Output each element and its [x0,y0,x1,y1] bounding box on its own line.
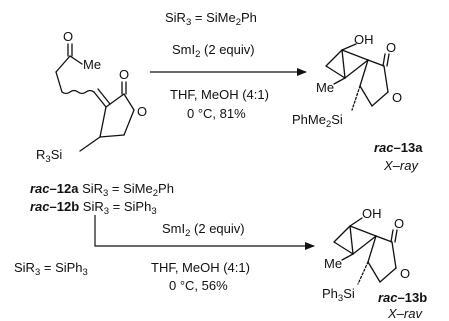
product-a-structure [325,43,390,111]
bond [382,53,386,67]
ketone-oxygen: O [63,29,73,44]
bond [386,53,390,67]
label-rac-12b: rac–12b SiR3 = SiPh3 [30,199,157,217]
xray-note-a: X–ray [383,158,419,173]
bond [352,235,377,255]
bond [341,253,354,261]
product-b-structure [333,217,398,285]
bond [341,49,346,79]
xray-note-b: X–rav [387,306,423,321]
bond [391,241,397,269]
label-rac-12a: rac–12a SiR3 = SiMe2Ph [30,181,174,199]
bond [367,59,385,67]
bond [325,49,343,67]
bond [333,225,351,243]
bond [394,229,398,243]
label-rac-13a: rac–13a [374,140,423,155]
hydroxyl-label: OH [362,206,382,221]
bond [105,93,125,108]
reaction-arrow-bottom [94,215,315,250]
bond [371,91,389,107]
carbonyl-oxygen: O [386,40,396,55]
label-rac-13b: rac–13b [378,290,427,305]
bond [97,88,111,105]
bond [367,235,377,263]
bond [375,235,393,243]
bond [383,65,389,93]
methyl-label: Me [316,80,334,95]
bond [333,241,354,255]
bond [359,59,369,87]
bond [79,136,101,152]
carbonyl-oxygen: O [394,216,404,231]
wavy-bond [61,89,95,95]
bond [349,217,363,227]
top-reductant: SmI2 (2 equiv) [172,42,255,60]
bond [123,93,135,111]
silyl-label: PhMe2Si [292,112,343,130]
bond [349,225,377,237]
bond [55,71,63,93]
bond [341,43,357,51]
bottom-solvent: THF, MeOH (4:1) [151,260,250,275]
dashed-bond [351,85,361,111]
carbonyl-oxygen: O [119,67,129,82]
methyl-label: Me [83,57,101,72]
bond [69,55,83,65]
silyl-label: Ph3Si [322,286,355,304]
bottom-conditions: 0 °C, 56% [169,278,228,293]
top-solvent: THF, MeOH (4:1) [170,87,269,102]
bond [341,49,369,61]
ring-oxygen: O [400,266,410,281]
ring-oxygen: O [137,104,147,119]
methyl-label: Me [324,256,342,271]
bottom-reductant: SmI2 (2 equiv) [162,221,245,239]
bond [367,261,381,283]
bond [344,59,369,79]
bottom-reagent-silyl: SiR3 = SiPh3 [14,260,88,278]
bond [325,65,346,79]
starting-material-structure [55,43,135,152]
hydroxyl-label: OH [354,32,374,47]
bond [359,85,373,107]
top-conditions: 0 °C, 81% [187,106,246,121]
bond [99,134,125,138]
bond [379,267,397,283]
silyl-label: R3Si [36,147,62,165]
bond [93,91,107,108]
bond [333,77,346,85]
bond [390,229,394,243]
bond [55,55,71,73]
dashed-bond [357,261,369,285]
bond [349,225,354,255]
bond [123,109,135,136]
top-reagent-silyl: SiR3 = SiMe2Ph [165,10,257,28]
bond [99,106,107,138]
ring-oxygen: O [392,90,402,105]
